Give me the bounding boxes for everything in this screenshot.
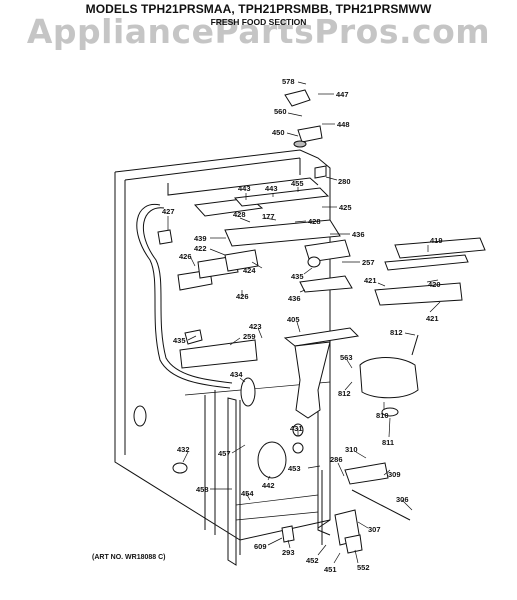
callout-307: 307 bbox=[368, 525, 381, 534]
callout-432: 432 bbox=[177, 445, 190, 454]
callout-419: 419 bbox=[430, 236, 443, 245]
callout-405: 405 bbox=[287, 315, 300, 324]
callout-434: 434 bbox=[230, 370, 243, 379]
callout-259: 259 bbox=[243, 332, 256, 341]
part-callouts: 578 447 560 448 450 280 443 443 455 425 … bbox=[162, 77, 443, 574]
callout-453: 453 bbox=[288, 464, 301, 473]
cabinet-drawing bbox=[114, 89, 486, 566]
callout-426-upper: 426 bbox=[179, 252, 192, 261]
callout-293: 293 bbox=[282, 548, 295, 557]
callout-810: 810 bbox=[376, 411, 389, 420]
callout-425: 425 bbox=[339, 203, 352, 212]
art-number: (ART NO. WR18088 C) bbox=[92, 554, 166, 561]
callout-442: 442 bbox=[262, 481, 275, 490]
callout-286: 286 bbox=[330, 455, 343, 464]
callout-454: 454 bbox=[241, 489, 254, 498]
callout-451: 451 bbox=[324, 565, 337, 574]
callout-306: 306 bbox=[396, 495, 409, 504]
callout-436-upper: 436 bbox=[352, 230, 365, 239]
watermark: AppliancePartsPros.com bbox=[26, 12, 491, 51]
callout-563-left: 563 bbox=[340, 353, 353, 362]
callout-426-lower: 426 bbox=[236, 292, 249, 301]
callout-280: 280 bbox=[338, 177, 351, 186]
callout-552: 552 bbox=[357, 563, 370, 572]
callout-450: 450 bbox=[272, 128, 285, 137]
callout-177: 177 bbox=[262, 212, 275, 221]
callout-309: 309 bbox=[388, 470, 401, 479]
callout-457: 457 bbox=[218, 449, 231, 458]
leader-lines bbox=[167, 81, 441, 564]
callout-609: 609 bbox=[254, 542, 267, 551]
callout-443-right: 443 bbox=[265, 184, 278, 193]
callout-452: 452 bbox=[306, 556, 319, 565]
callout-421-lower: 421 bbox=[426, 314, 439, 323]
callout-436-lower: 436 bbox=[288, 294, 301, 303]
callout-428-right: 428 bbox=[308, 217, 321, 226]
callout-560: 560 bbox=[274, 107, 287, 116]
callout-448: 448 bbox=[337, 120, 350, 129]
callout-435-upper: 435 bbox=[291, 272, 304, 281]
shelf-443-right bbox=[233, 187, 330, 207]
callout-458: 458 bbox=[196, 485, 209, 494]
callout-811: 811 bbox=[382, 438, 394, 447]
callout-447: 447 bbox=[336, 90, 349, 99]
callout-431: 431 bbox=[290, 424, 303, 433]
callout-421-upper: 421 bbox=[364, 276, 377, 285]
callout-812-upper: 812 bbox=[390, 328, 403, 337]
cover-439 bbox=[224, 219, 341, 247]
callout-257: 257 bbox=[362, 258, 375, 267]
callout-427: 427 bbox=[162, 207, 175, 216]
callout-455: 455 bbox=[291, 179, 304, 188]
diagram-title: MODELS TPH21PRSMAA, TPH21PRSMBB, TPH21PR… bbox=[85, 2, 432, 16]
diagram-subtitle: FRESH FOOD SECTION bbox=[210, 17, 307, 27]
callout-435-lower: 435 bbox=[173, 336, 186, 345]
callout-439: 439 bbox=[194, 234, 207, 243]
callout-423: 423 bbox=[249, 322, 262, 331]
callout-422: 422 bbox=[194, 244, 207, 253]
callout-443-left: 443 bbox=[238, 184, 251, 193]
callout-424: 424 bbox=[243, 266, 256, 275]
callout-428-left: 428 bbox=[233, 210, 246, 219]
callout-420: 420 bbox=[428, 280, 441, 289]
callout-310: 310 bbox=[345, 445, 358, 454]
callout-812-lower: 812 bbox=[338, 389, 351, 398]
callout-578: 578 bbox=[282, 77, 295, 86]
